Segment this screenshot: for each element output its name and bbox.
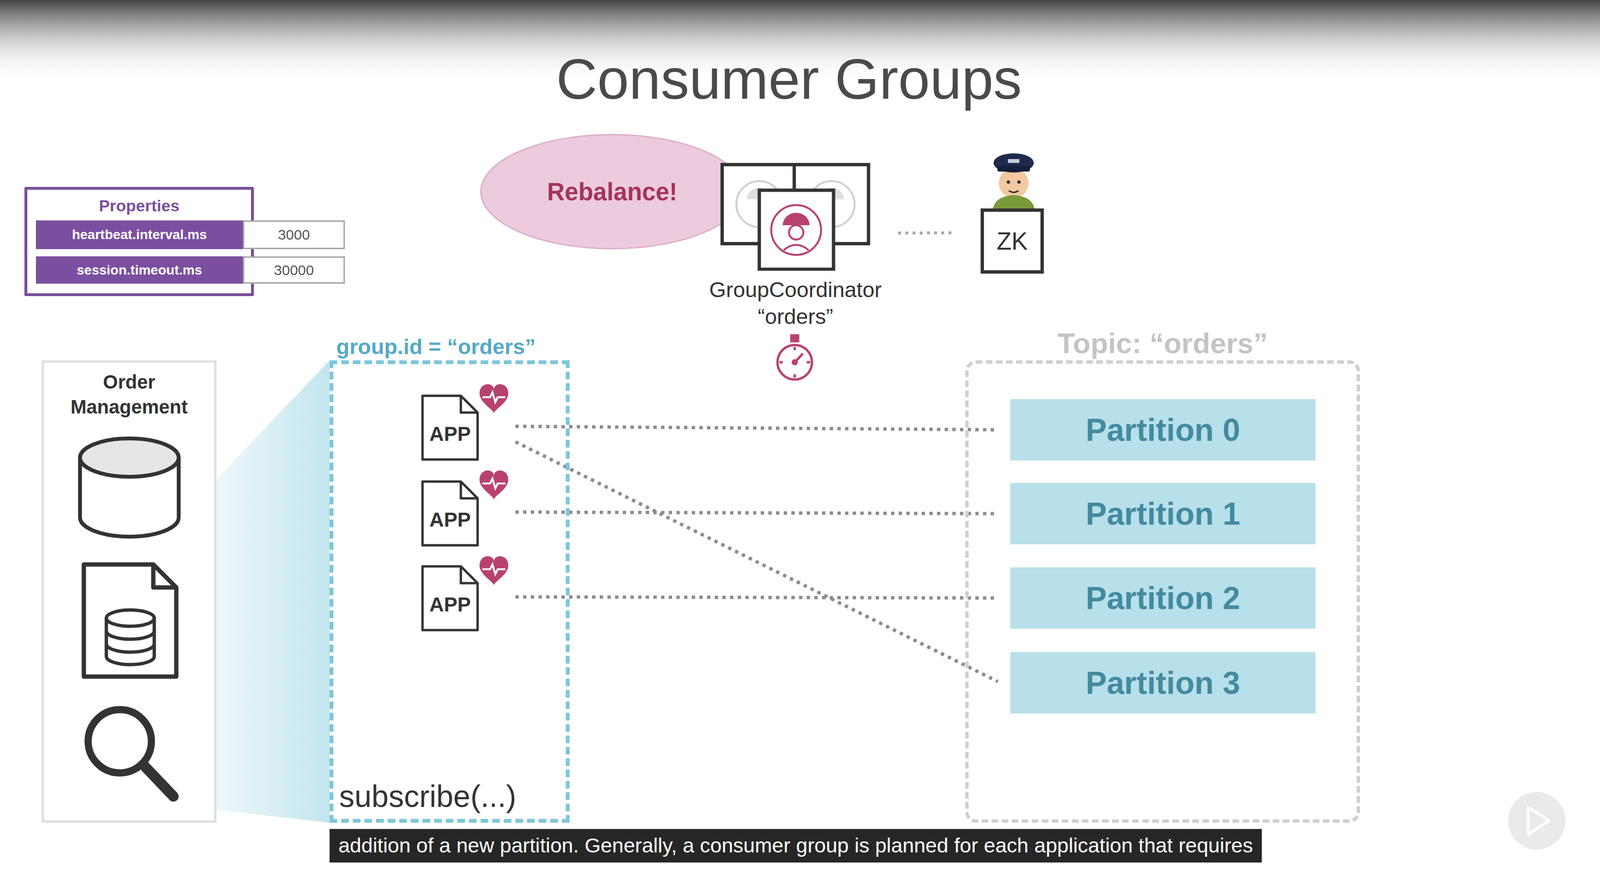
svg-ellipse xyxy=(106,609,155,627)
svg-path xyxy=(83,564,177,677)
zoom-wedge xyxy=(216,360,330,823)
node-label: group.id = “orders” xyxy=(336,334,536,360)
node-label: ZK xyxy=(996,227,1028,256)
node-label: APP xyxy=(420,422,480,446)
node-label: subscribe(...) xyxy=(339,778,517,814)
svg-circle xyxy=(777,344,812,380)
node-label: 30000 xyxy=(274,262,314,279)
node-label: Topic: “orders” xyxy=(1057,326,1269,360)
zookeeper-figure xyxy=(992,153,1035,211)
dotted-connector xyxy=(515,441,998,682)
diagram-title: Consumer Groups xyxy=(0,47,1578,111)
svg-circle xyxy=(1508,791,1566,850)
consumer-group-box: group.id = “orders”subscribe(...)APPAPPA… xyxy=(329,360,570,823)
svg-circle xyxy=(998,168,1029,198)
svg-line xyxy=(793,374,797,378)
node-label: heartbeat.interval.ms xyxy=(71,227,207,243)
heartbeat-icon xyxy=(479,384,509,414)
property-value-cell: 30000 xyxy=(242,256,345,284)
dotted-connector xyxy=(515,512,998,514)
group-coordinator: GroupCoordinator “orders” xyxy=(720,162,871,271)
zookeeper-box: ZK xyxy=(980,208,1044,274)
node-label: Partition 1 xyxy=(1085,495,1241,532)
svg-path xyxy=(1008,190,1019,193)
topic-box: Topic: “orders”Partition 0Partition 1Par… xyxy=(965,360,1360,823)
svg-path xyxy=(783,244,809,251)
app-document: APP xyxy=(420,479,480,548)
partition-box: Partition 0 xyxy=(1010,399,1316,461)
svg-path xyxy=(479,384,509,414)
stopwatch-icon xyxy=(777,335,812,380)
svg-ellipse xyxy=(480,134,744,249)
svg-ellipse xyxy=(993,153,1034,173)
svg-path xyxy=(1528,807,1550,835)
svg-path xyxy=(782,212,810,226)
svg-path xyxy=(460,566,478,583)
subtitle-bar: addition of a new partition. Generally, … xyxy=(0,828,1592,863)
database-icon xyxy=(80,438,179,537)
partition-box: Partition 1 xyxy=(1010,482,1316,545)
partition-box: Partition 3 xyxy=(1010,651,1316,714)
svg-path xyxy=(460,395,478,413)
node-label: Partition 0 xyxy=(1085,411,1241,448)
svg-path xyxy=(479,556,509,586)
svg-path xyxy=(153,564,177,588)
svg-circle xyxy=(771,205,822,255)
svg-circle xyxy=(788,225,804,240)
svg-ellipse xyxy=(80,438,179,477)
svg-rect xyxy=(759,190,834,270)
svg-path xyxy=(106,630,155,640)
svg-path xyxy=(106,643,155,652)
svg-rect xyxy=(791,335,799,342)
node-label: 3000 xyxy=(277,226,310,243)
play-button xyxy=(1508,791,1566,850)
svg-path xyxy=(479,470,509,500)
dotted-connector xyxy=(515,596,998,598)
property-key-cell: heartbeat.interval.ms xyxy=(35,220,243,250)
properties-panel: Properties heartbeat.interval.ms session.t… xyxy=(24,186,254,297)
node-label: Partition 3 xyxy=(1085,664,1241,701)
app-document: APP xyxy=(420,564,480,632)
svg-path xyxy=(482,478,506,489)
heartbeat-icon xyxy=(479,556,509,586)
data-file-icon xyxy=(83,564,177,677)
node-label: Rebalance! xyxy=(547,177,678,206)
svg-circle xyxy=(1006,180,1011,184)
svg-rect xyxy=(1007,159,1020,163)
property-value-cell: 3000 xyxy=(242,220,345,250)
dotted-connector xyxy=(898,231,955,235)
svg-path xyxy=(460,481,478,499)
heartbeat-icon xyxy=(479,470,509,500)
property-key-cell: session.timeout.ms xyxy=(35,256,243,284)
speech-bubble: Rebalance! xyxy=(479,133,745,251)
svg-path xyxy=(482,564,506,574)
node-label: GroupCoordinator “orders” xyxy=(685,276,906,331)
svg-line xyxy=(793,346,797,351)
node-label: Partition 2 xyxy=(1085,579,1241,617)
partition-box: Partition 2 xyxy=(1010,567,1316,629)
node-label: Order Management xyxy=(44,362,215,420)
node-label: session.timeout.ms xyxy=(76,262,202,278)
svg-circle xyxy=(1017,180,1021,184)
dotted-connector xyxy=(515,426,998,430)
svg-line xyxy=(779,361,783,364)
svg-g xyxy=(106,609,155,665)
application-panel: Order Management xyxy=(41,360,217,823)
svg-circle xyxy=(792,360,797,365)
app-document: APP xyxy=(420,393,480,462)
node-label: APP xyxy=(420,593,480,617)
svg-svg xyxy=(720,162,871,271)
svg-rect xyxy=(997,165,1030,172)
search-icon xyxy=(88,709,174,797)
svg-path xyxy=(482,392,506,402)
node-label: Properties xyxy=(27,196,252,216)
svg-line xyxy=(806,361,811,364)
svg-line xyxy=(143,765,174,797)
node-label: APP xyxy=(420,508,480,532)
subtitle-text: addition of a new partition. Generally, … xyxy=(329,828,1262,863)
